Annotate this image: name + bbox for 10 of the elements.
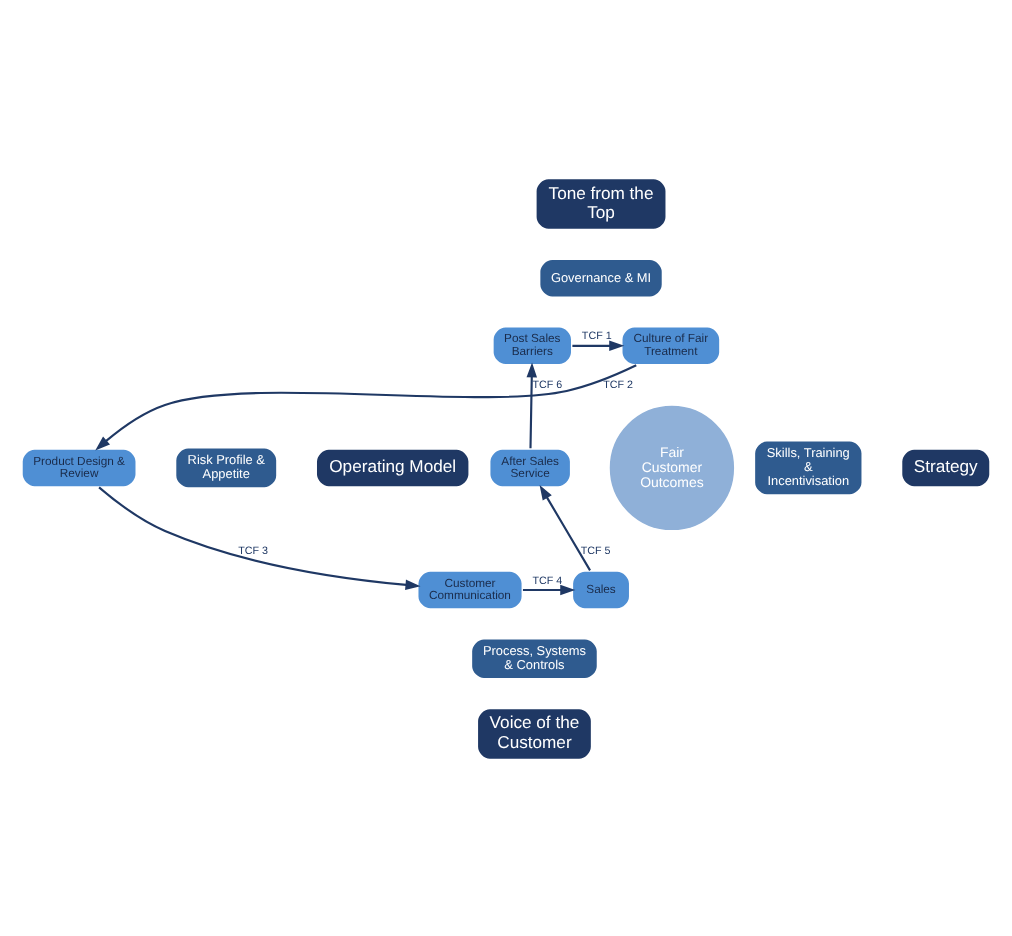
arrow [98, 485, 421, 590]
node-box: Strategy [900, 446, 992, 488]
node-box: Tone from the Top [534, 176, 668, 230]
node-box: Voice of the Customer [475, 706, 593, 760]
arrow [95, 363, 637, 450]
arrow [526, 361, 538, 448]
node-box: Operating Model [314, 446, 471, 488]
arrow [539, 483, 591, 570]
arrow [522, 583, 576, 595]
arrow [572, 339, 625, 351]
